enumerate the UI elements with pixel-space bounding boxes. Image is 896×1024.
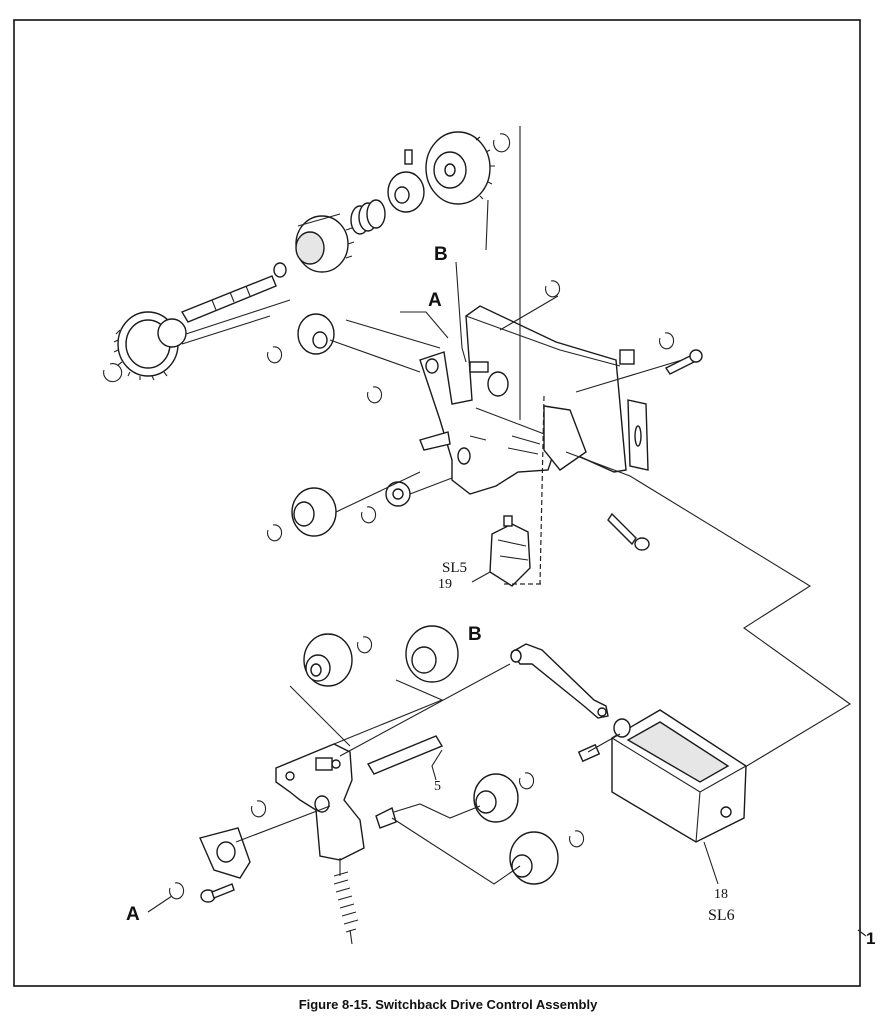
- gear-icon: [291, 487, 337, 537]
- shaft-icon: [366, 735, 444, 775]
- e-clip-icon: [659, 332, 675, 350]
- screw-icon: [664, 349, 703, 375]
- solenoid-icon: [489, 515, 531, 587]
- callout-1: 1: [866, 929, 875, 948]
- callout-18: 18: [714, 887, 728, 902]
- e-clip-icon: [103, 363, 123, 383]
- shaft-icon: [180, 262, 287, 323]
- callout-b-upper: B: [434, 244, 448, 265]
- gear-icon: [303, 633, 353, 687]
- gear-icon: [425, 131, 495, 205]
- e-clip-icon: [519, 772, 535, 790]
- gear-icon: [405, 625, 459, 683]
- e-clip-icon: [267, 346, 283, 364]
- solenoid-icon: [577, 709, 747, 843]
- bracket-icon: [419, 305, 649, 495]
- gear-icon: [113, 311, 187, 381]
- screw-icon: [607, 512, 650, 551]
- callout-a-lower: A: [126, 904, 140, 925]
- gear-icon: [509, 831, 559, 885]
- callout-a-upper: A: [428, 290, 442, 311]
- bracket-icon: [275, 743, 397, 861]
- gear-icon: [297, 313, 335, 355]
- callout-b-lower: B: [468, 624, 482, 645]
- e-clip-icon: [361, 506, 377, 524]
- callout-19: 19: [438, 577, 452, 592]
- gear-icon: [199, 827, 251, 879]
- callout-sl5: SL5: [442, 560, 467, 576]
- e-clip-icon: [569, 830, 585, 848]
- e-clip-icon: [545, 280, 561, 298]
- callout-sl6: SL6: [708, 907, 735, 924]
- spring-icon: [350, 199, 386, 235]
- e-clip-icon: [367, 386, 383, 404]
- callout-5: 5: [434, 779, 441, 794]
- gear-icon: [473, 773, 519, 823]
- gear-icon: [387, 149, 425, 213]
- lever-icon: [510, 643, 609, 719]
- gear-icon: [385, 481, 411, 507]
- spring-icon: [333, 858, 359, 945]
- screw-icon: [200, 883, 235, 903]
- figure-caption: Figure 8-15. Switchback Drive Control As…: [298, 997, 598, 1012]
- e-clip-icon: [169, 882, 185, 900]
- e-clip-icon: [493, 133, 511, 153]
- e-clip-icon: [251, 800, 267, 818]
- e-clip-icon: [267, 524, 283, 542]
- figure-frame: [13, 19, 861, 987]
- gear-icon: [295, 213, 355, 273]
- e-clip-icon: [357, 636, 373, 654]
